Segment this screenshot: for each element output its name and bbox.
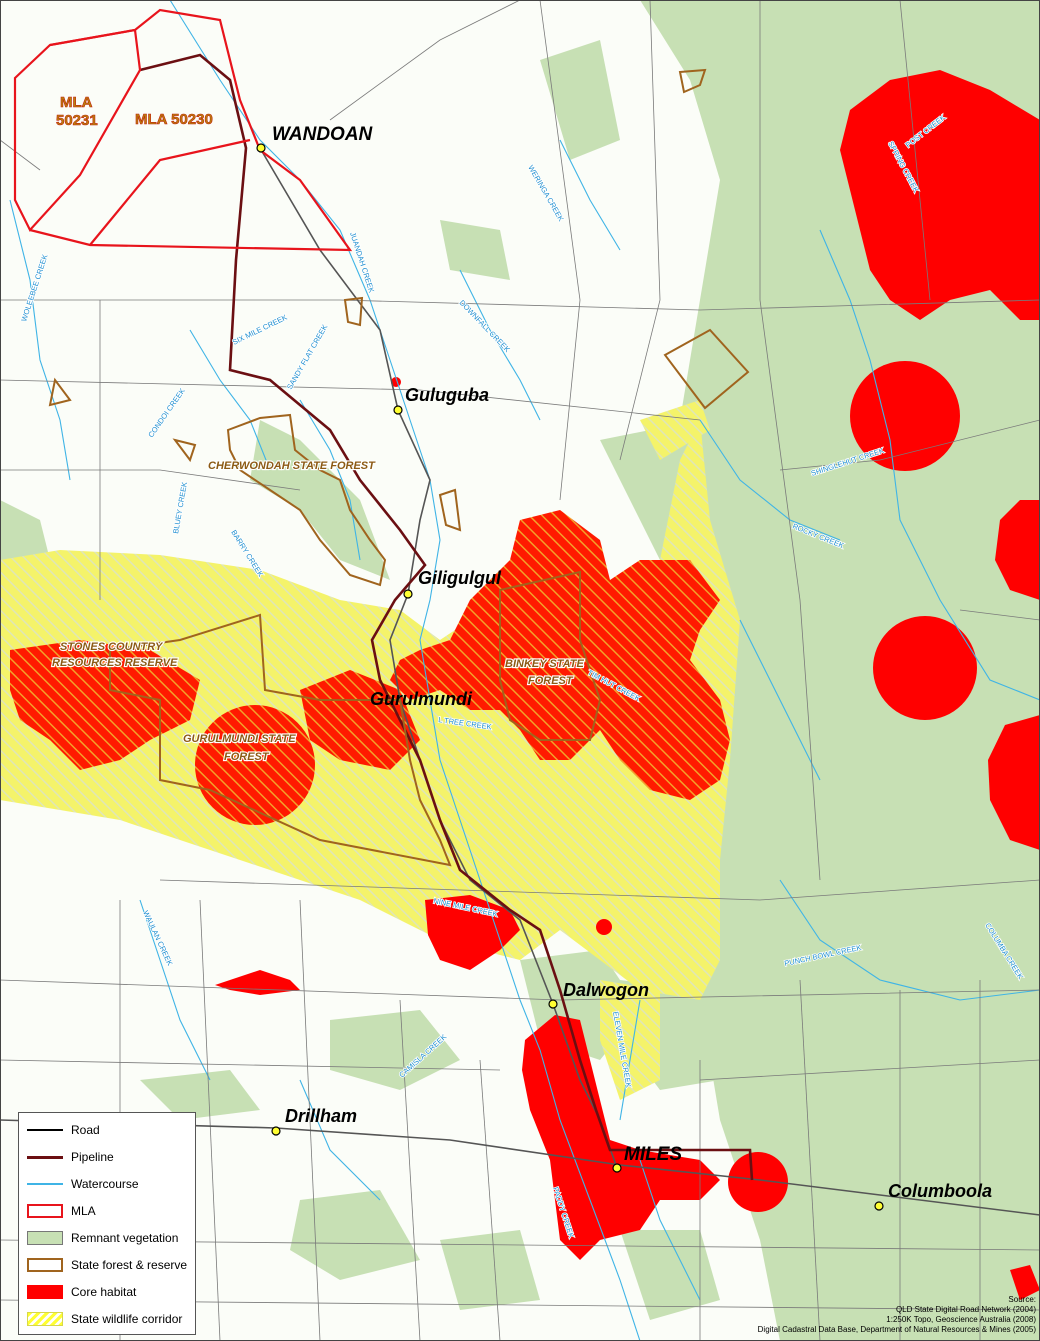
forest-label-cherwondah: CHERWONDAH STATE FOREST: [208, 460, 376, 472]
core-habitat-corridor: [10, 510, 730, 825]
pipeline: [139, 53, 754, 1181]
town-label-columboola: Columboola: [888, 1181, 992, 1201]
map-legend: Road Pipeline Watercourse MLA Remnant ve…: [18, 1112, 196, 1335]
source-title: Source:: [1008, 1295, 1036, 1304]
town-label-guluguba: Guluguba: [405, 385, 489, 405]
legend-item-road: Road: [19, 1117, 195, 1143]
legend-item-remnant-vegetation: Remnant vegetation: [19, 1225, 195, 1251]
watercourse-line-icon: [27, 1177, 63, 1191]
legend-label-wildlife-corridor: State wildlife corridor: [71, 1312, 183, 1326]
corridor-hatch-icon: [27, 1312, 63, 1326]
mla-label-50230: MLA 50230: [135, 111, 213, 128]
legend-label-watercourse: Watercourse: [71, 1177, 139, 1191]
town-markers: [256, 143, 884, 1211]
state-forest-outlines: [48, 68, 750, 867]
legend-item-core-habitat: Core habitat: [19, 1279, 195, 1305]
legend-label-core-habitat: Core habitat: [71, 1285, 137, 1299]
legend-label-pipeline: Pipeline: [71, 1150, 114, 1164]
forest-label-binkey-line1: BINKEY STATE: [505, 658, 585, 670]
town-label-giligulgul: Giligulgul: [418, 568, 502, 588]
core-habitat-fill-icon: [27, 1285, 63, 1299]
forest-label-gurulmundi-line1: GURULMUNDI STATE: [183, 733, 296, 745]
legend-item-state-forest: State forest & reserve: [19, 1252, 195, 1278]
town-label-dalwogon: Dalwogon: [563, 980, 649, 1000]
mla-boundaries: [13, 8, 353, 252]
source-line-1: QLD State Digital Road Network (2004): [895, 1305, 1036, 1314]
forest-label-stones-line2: RESOURCES RESERVE: [52, 657, 178, 669]
legend-item-pipeline: Pipeline: [19, 1144, 195, 1170]
source-note: Source: QLD State Digital Road Network (…: [706, 1295, 1036, 1335]
forest-outline-icon: [27, 1258, 63, 1272]
source-line-3: Digital Cadastral Data Base, Department …: [757, 1325, 1036, 1334]
town-label-wandoan: WANDOAN: [272, 124, 374, 145]
pipeline-line-icon: [27, 1150, 63, 1164]
forest-label-gurulmundi-line2: FOREST: [224, 751, 270, 763]
town-label-drillham: Drillham: [285, 1106, 357, 1126]
road-line-icon: [27, 1123, 63, 1137]
forest-label-binkey-line2: FOREST: [528, 675, 574, 687]
forest-label-stones-line1: STONES COUNTRY: [60, 641, 164, 653]
source-line-2: 1:250K Topo, Geoscience Australia (2008): [886, 1315, 1036, 1324]
legend-item-mla: MLA: [19, 1198, 195, 1224]
legend-label-remnant-vegetation: Remnant vegetation: [71, 1231, 179, 1245]
mla-outline-icon: [27, 1204, 63, 1218]
mla-label-50231-line1: MLA: [60, 94, 93, 111]
legend-label-road: Road: [71, 1123, 100, 1137]
mla-label-50231-line2: 50231: [56, 112, 98, 129]
town-label-miles: MILES: [624, 1144, 682, 1165]
remnant-fill-icon: [27, 1231, 63, 1245]
legend-item-watercourse: Watercourse: [19, 1171, 195, 1197]
legend-label-state-forest: State forest & reserve: [71, 1258, 188, 1272]
town-label-gurulmundi: Gurulmundi: [370, 689, 473, 709]
core-habitat: [215, 70, 1040, 1300]
legend-label-mla: MLA: [71, 1204, 96, 1218]
legend-item-wildlife-corridor: State wildlife corridor: [19, 1306, 195, 1332]
